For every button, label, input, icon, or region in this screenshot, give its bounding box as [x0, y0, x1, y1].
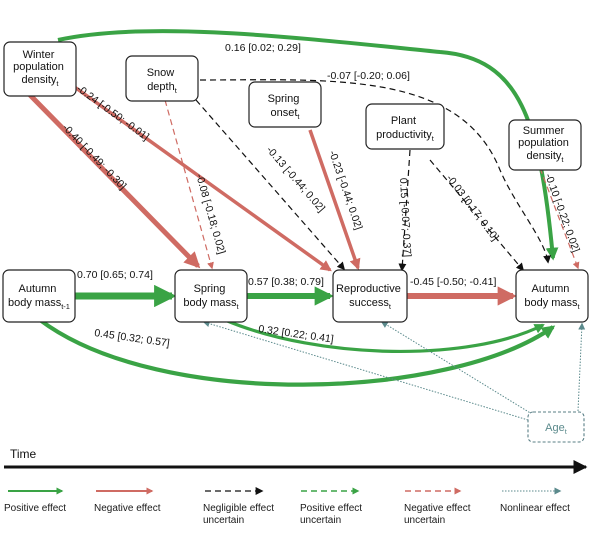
legend-label-negative: Negative effect [94, 503, 161, 514]
legend-label-negative-dashed-line1: Negative effect [404, 503, 471, 514]
node-spring-mass-line1: Spring [194, 283, 226, 295]
legend-label-negative-dashed-line2: uncertain [404, 515, 445, 526]
legend-item-neutral-dashed: Negligible effect uncertain [203, 487, 274, 526]
legend-label-neutral-line1: Negligible effect [203, 503, 274, 514]
node-plant-productivity-sub: t [432, 134, 435, 143]
time-label: Time [10, 447, 37, 461]
node-autumn-mass-line2: body mass [524, 297, 578, 309]
svg-text:Summer population: Summer population densityt [518, 125, 572, 164]
edge-productivity-to-autumn [429, 159, 525, 272]
edge-summer-to-autumn [539, 167, 580, 270]
node-autumn-mass-sub: t [578, 302, 581, 311]
node-autumn-mass-prev-sub: t-1 [61, 302, 70, 311]
edge-prev-to-autumn [38, 318, 556, 387]
node-summer-density-line2: population [518, 137, 569, 149]
node-spring-mass-sub: t [237, 302, 240, 311]
svg-text:Winter population: Winter population densityt [13, 49, 67, 88]
node-spring-onset-line1: Spring [268, 93, 300, 105]
label-productivity-to-repro: 0.15 [-0.07; 0.37] [397, 178, 413, 258]
legend-label-positive: Positive effect [4, 503, 66, 514]
legend-label-nonlinear: Nonlinear effect [500, 503, 570, 514]
label-productivity-to-autumn: -0.03 [0.17; 0.10] [444, 173, 501, 244]
node-age: Aget [527, 411, 585, 443]
node-snow-depth-line2: depth [147, 81, 175, 93]
edge-snow-to-repro [195, 99, 346, 271]
node-age-sub: t [565, 427, 568, 436]
label-prev-to-spring: 0.70 [0.65; 0.74] [77, 269, 153, 281]
svg-text:Autumn body masst-1: Autumn body masst-1 [8, 283, 70, 311]
label-winter-to-spring: -0.40 [-0.49; -0.30] [60, 122, 129, 193]
legend-item-negative-dashed: Negative effect uncertain [404, 487, 471, 526]
label-snow-to-autumn: -0.07 [-0.20; 0.06] [327, 70, 410, 82]
node-autumn-mass-prev-line1: Autumn [19, 283, 57, 295]
svg-text:Snow deptht: Snow deptht [147, 67, 178, 95]
svg-text:Aget: Aget [545, 422, 568, 436]
edge-age-to-repro [380, 321, 533, 415]
node-autumn-mass-prev: Autumn body masst-1 [2, 269, 76, 323]
label-winter-to-autumn: 0.16 [0.02; 0.29] [225, 42, 301, 54]
node-spring-mass: Spring body masst [174, 269, 248, 323]
node-plant-productivity: Plant productivityt [365, 103, 445, 150]
node-autumn-mass-line1: Autumn [532, 283, 570, 295]
svg-text:Spring onsett: Spring onsett [268, 93, 303, 121]
node-repro-success-line2: success [349, 297, 389, 309]
node-repro-success: Reproductive successt [332, 269, 408, 323]
node-autumn-mass: Autumn body masst [515, 269, 589, 323]
edge-onset-to-repro [308, 129, 361, 271]
legend: Positive effect Negative effect Negligib… [4, 487, 570, 526]
legend-item-positive: Positive effect [4, 487, 66, 514]
label-spring-to-repro: 0.57 [0.38; 0.79] [248, 276, 324, 288]
legend-label-positive-dashed-line2: uncertain [300, 515, 341, 526]
time-axis: Time [4, 447, 588, 474]
node-spring-mass-line2: body mass [183, 297, 237, 309]
svg-text:Plant productivityt: Plant productivityt [376, 115, 435, 143]
node-spring-onset-line2: onset [270, 107, 297, 119]
node-plant-productivity-line2: productivity [376, 129, 432, 141]
node-summer-density-line3: density [527, 150, 562, 162]
edge-age-to-autumn [577, 322, 586, 412]
svg-text:Autumn body masst: Autumn body masst [524, 283, 580, 311]
legend-item-negative: Negative effect [94, 487, 161, 514]
node-winter-density-line1: Winter [23, 49, 55, 61]
node-age-label: Age [545, 422, 565, 434]
edge-snow-to-spring [164, 99, 214, 270]
node-snow-depth-sub: t [175, 86, 178, 95]
node-spring-onset: Spring onsett [248, 81, 322, 128]
edge-snow-to-autumn [199, 79, 552, 264]
edge-spring-to-autumn [224, 318, 545, 354]
node-winter-density: Winter population densityt [3, 41, 77, 97]
label-repro-to-autumn: -0.45 [-0.50; -0.41] [410, 276, 496, 288]
edge-winter-to-repro [60, 76, 332, 272]
node-repro-success-sub: t [389, 302, 392, 311]
node-spring-onset-sub: t [297, 112, 300, 121]
edge-productivity-to-repro [398, 149, 411, 272]
node-repro-success-line1: Reproductive [336, 283, 401, 295]
node-winter-density-line3: density [22, 74, 57, 86]
edge-winter-to-spring [28, 93, 201, 269]
node-winter-density-line2: population [13, 61, 64, 73]
node-autumn-mass-prev-line2: body mass [8, 297, 62, 309]
svg-text:Spring body masst: Spring body masst [183, 283, 239, 311]
legend-label-positive-dashed-line1: Positive effect [300, 503, 362, 514]
node-summer-density-sub: t [561, 155, 564, 164]
node-summer-density: Summer population densityt [508, 119, 582, 171]
node-snow-depth: Snow deptht [125, 55, 199, 102]
node-plant-productivity-line1: Plant [391, 115, 416, 127]
nodes: Winter population densityt Snow deptht S… [2, 41, 589, 443]
node-winter-density-sub: t [56, 79, 59, 88]
legend-item-nonlinear: Nonlinear effect [500, 487, 570, 514]
node-snow-depth-line1: Snow [147, 67, 175, 79]
edge-age-to-spring [202, 320, 529, 421]
label-prev-to-autumn: 0.45 [0.32; 0.57] [94, 327, 171, 349]
legend-label-neutral-line2: uncertain [203, 515, 244, 526]
node-summer-density-line1: Summer [523, 125, 565, 137]
svg-text:Reproductive successt: Reproductive successt [336, 283, 404, 311]
legend-item-positive-dashed: Positive effect uncertain [300, 487, 362, 526]
